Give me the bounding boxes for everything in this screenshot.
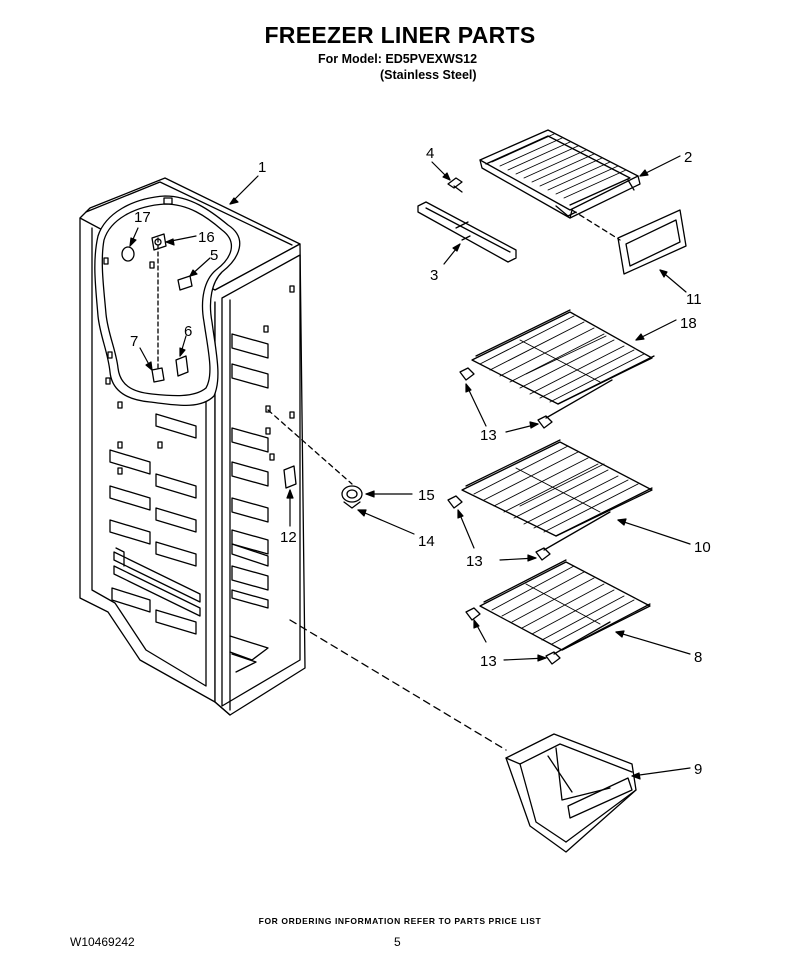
leader-lines — [129, 155, 691, 780]
liner-small-parts — [121, 233, 193, 383]
callout-13-upper: 13 — [480, 427, 497, 444]
callout-2: 2 — [684, 149, 692, 166]
finish-label: (Stainless Steel) — [380, 68, 477, 82]
cam-and-bracket — [267, 409, 363, 509]
callout-1: 1 — [258, 159, 266, 176]
callout-16: 16 — [198, 229, 215, 246]
callout-8: 8 — [694, 649, 702, 666]
ordering-note: FOR ORDERING INFORMATION REFER TO PARTS … — [258, 916, 542, 926]
callout-10: 10 — [694, 539, 711, 556]
wire-shelf-18 — [459, 309, 655, 429]
top-shelf-assembly — [417, 129, 687, 275]
callout-7: 7 — [130, 333, 138, 350]
callout-4: 4 — [426, 145, 434, 162]
callout-18: 18 — [680, 315, 697, 332]
document-id: W10469242 — [70, 935, 135, 949]
model-number: For Model: ED5PVEXWS12 — [318, 52, 478, 66]
callout-3: 3 — [430, 267, 438, 284]
model-info: For Model: ED5PVEXWS12 (Stainless Steel) — [318, 51, 477, 83]
callout-13-lower: 13 — [480, 653, 497, 670]
freezer-bin — [289, 619, 637, 853]
wire-shelf-10 — [447, 439, 653, 561]
freezer-liner — [79, 177, 306, 716]
callout-11: 11 — [686, 291, 702, 308]
page-number: 5 — [394, 935, 401, 949]
callout-6: 6 — [184, 323, 192, 340]
callout-17: 17 — [134, 209, 151, 226]
callout-15: 15 — [418, 487, 435, 504]
wire-shelf-8 — [465, 559, 651, 665]
callout-numbers: 1 17 16 5 6 7 4 2 3 11 18 13 15 14 12 10… — [130, 145, 711, 778]
callout-5: 5 — [210, 247, 218, 264]
callout-13-middle: 13 — [466, 553, 483, 570]
page-title: FREEZER LINER PARTS — [264, 22, 536, 48]
callout-9: 9 — [694, 761, 702, 778]
callout-12: 12 — [280, 529, 297, 546]
callout-14: 14 — [418, 533, 435, 550]
